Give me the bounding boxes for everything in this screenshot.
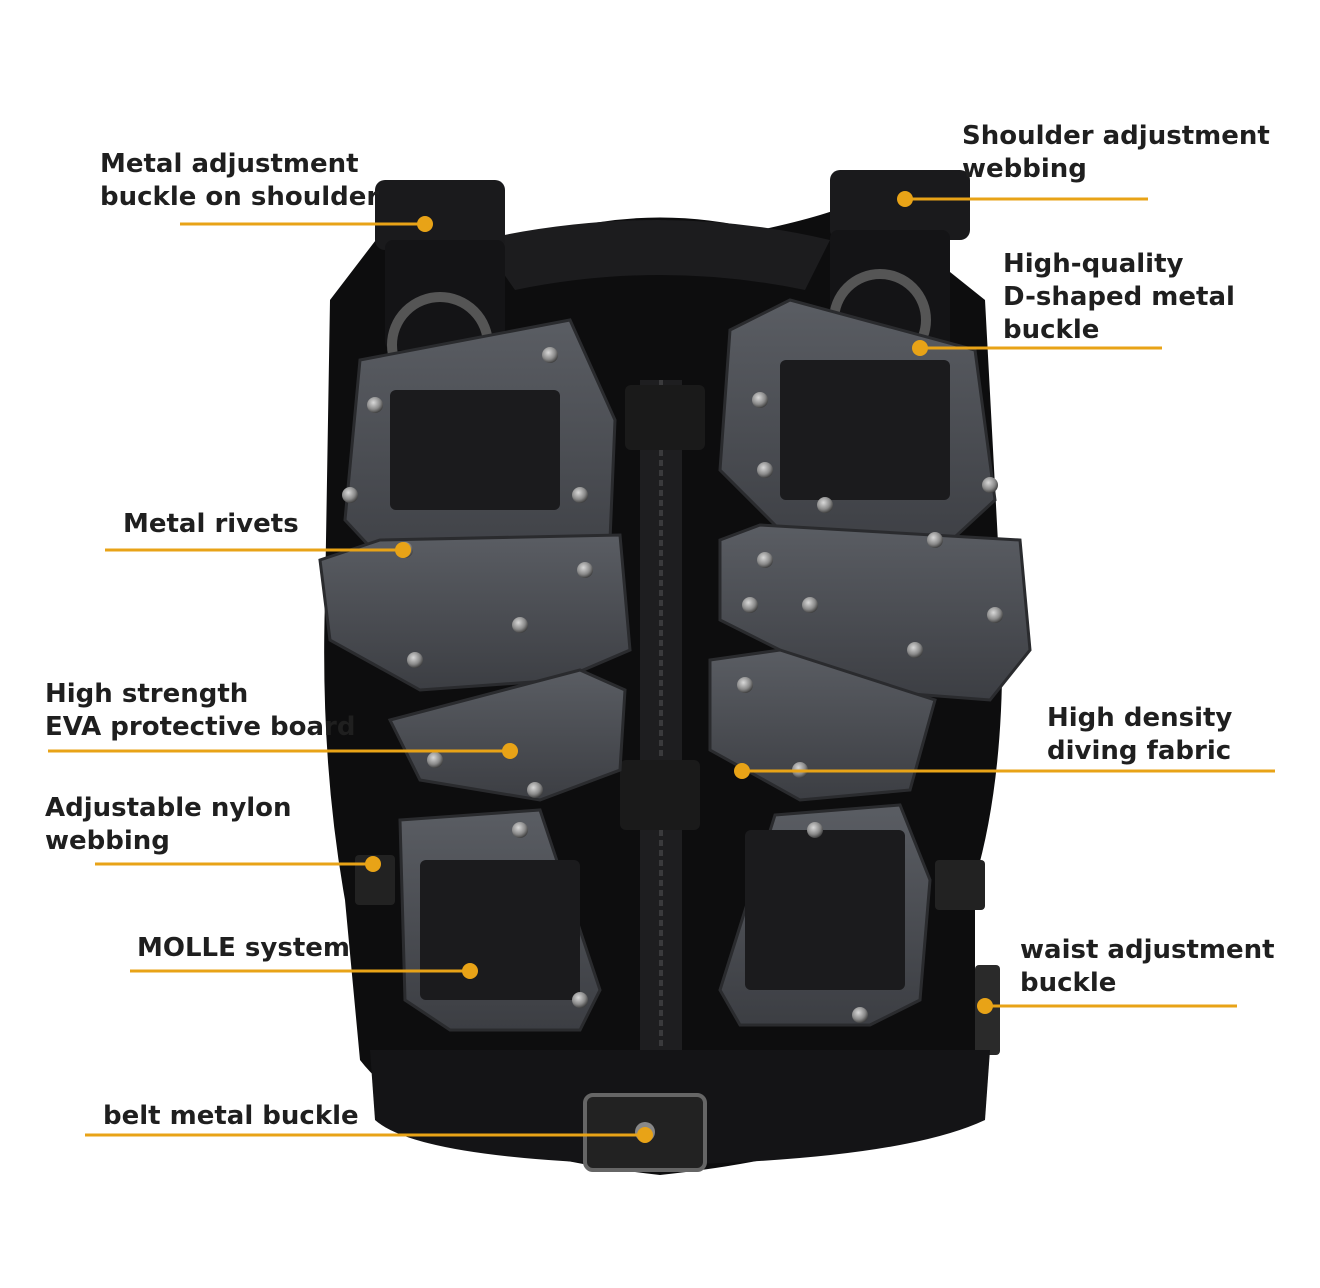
chest-strap-top: [625, 385, 705, 450]
label-line: buckle: [1003, 315, 1100, 345]
leader-nylon-webbing-dot: [365, 856, 381, 872]
leader-rivets-dot: [395, 542, 411, 558]
leader-waist-buckle-dot: [977, 998, 993, 1014]
shoulder-strap-left: [375, 180, 505, 398]
label-waist-buckle: waist adjustment buckle: [1020, 934, 1275, 1000]
label-line: EVA protective board: [45, 712, 356, 742]
label-line: High density: [1047, 703, 1233, 733]
chest-strap-mid: [620, 760, 700, 830]
label-belt-buckle: belt metal buckle: [103, 1100, 359, 1133]
label-line: Metal adjustment: [100, 149, 359, 179]
leader-lines: [48, 191, 1275, 1143]
label-line: webbing: [962, 154, 1087, 184]
label-line: D-shaped metal: [1003, 282, 1235, 312]
molle-patch-left-top: [390, 390, 560, 510]
label-d-buckle: High-quality D-shaped metal buckle: [1003, 248, 1235, 347]
neck-opening: [480, 220, 830, 290]
leader-molle-dot: [462, 963, 478, 979]
label-line: belt metal buckle: [103, 1101, 359, 1131]
label-line: High-quality: [1003, 249, 1184, 279]
molle-patch-right-bottom: [745, 830, 905, 990]
rivets: [342, 347, 1003, 1023]
side-webbing-right: [935, 860, 985, 910]
label-nylon-webbing: Adjustable nylon webbing: [45, 792, 292, 858]
label-rivets: Metal rivets: [123, 508, 299, 541]
leader-d-buckle-dot: [912, 340, 928, 356]
leader-shoulder-buckle-dot: [417, 216, 433, 232]
label-molle: MOLLE system: [137, 932, 350, 965]
leader-eva-board-dot: [502, 743, 518, 759]
label-diving-fabric: High density diving fabric: [1047, 702, 1232, 768]
label-eva-board: High strength EVA protective board: [45, 678, 356, 744]
leader-belt-buckle-dot: [637, 1127, 653, 1143]
leader-diving-fabric-dot: [734, 763, 750, 779]
label-line: MOLLE system: [137, 933, 350, 963]
label-line: waist adjustment: [1020, 935, 1275, 965]
eva-plate-left-2: [318, 533, 632, 692]
molle-patch-right-top: [780, 360, 950, 500]
eva-plate-left-3: [387, 668, 627, 802]
label-line: buckle on shoulder: [100, 182, 380, 212]
label-line: webbing: [45, 826, 170, 856]
label-line: Metal rivets: [123, 509, 299, 539]
leader-shoulder-webbing-dot: [897, 191, 913, 207]
label-shoulder-webbing: Shoulder adjustment webbing: [962, 120, 1270, 186]
eva-plate-right-3: [708, 648, 937, 802]
label-line: diving fabric: [1047, 736, 1232, 766]
label-line: High strength: [45, 679, 249, 709]
label-shoulder-buckle: Metal adjustment buckle on shoulder: [100, 148, 379, 214]
label-line: buckle: [1020, 968, 1117, 998]
side-webbing-left: [355, 855, 395, 905]
label-line: Adjustable nylon: [45, 793, 292, 823]
molle-patch-left-bottom: [420, 860, 580, 1000]
label-line: Shoulder adjustment: [962, 121, 1270, 151]
